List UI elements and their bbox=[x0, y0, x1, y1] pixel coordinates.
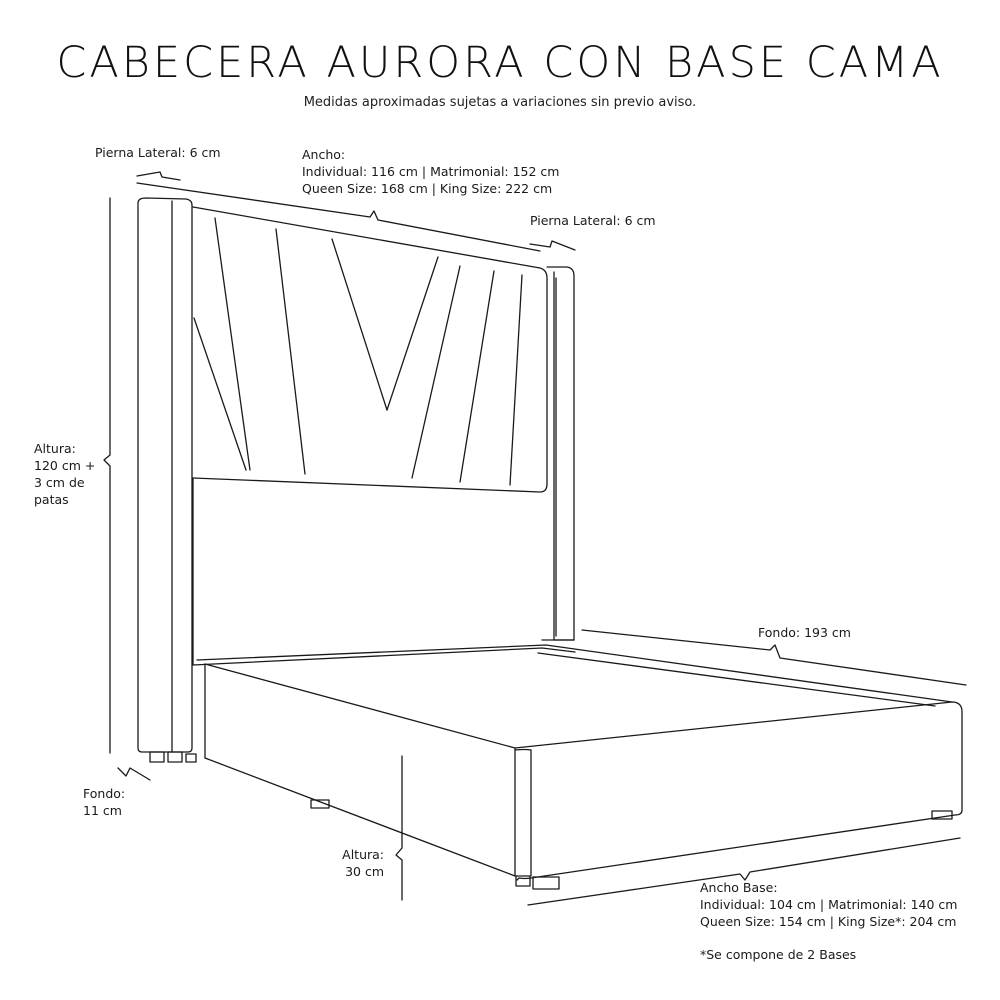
fondo-small-label: Fondo: 11 cm bbox=[83, 785, 125, 819]
altura-line3: patas bbox=[34, 492, 69, 507]
fondo-193-label: Fondo: 193 cm bbox=[758, 625, 851, 640]
altura-base-title: Altura: bbox=[342, 847, 384, 862]
ancho-label: Ancho: Individual: 116 cm | Matrimonial:… bbox=[302, 146, 559, 197]
page-title: CABECERA AURORA CON BASE CAMA bbox=[56, 38, 944, 88]
dimension-lines bbox=[103, 171, 967, 906]
altura-title: Altura: bbox=[34, 441, 76, 456]
ancho-title: Ancho: bbox=[302, 147, 346, 162]
fondo-small-title: Fondo: bbox=[83, 786, 126, 801]
ancho-base-line1: Individual: 104 cm | Matrimonial: 140 cm bbox=[700, 897, 958, 912]
right-post bbox=[541, 266, 575, 641]
ancho-line2: Queen Size: 168 cm | King Size: 222 cm bbox=[302, 181, 553, 196]
altura-label: Altura: 120 cm + 3 cm de patas bbox=[34, 440, 95, 508]
ancho-base-title: Ancho Base: bbox=[700, 880, 778, 895]
ancho-line1: Individual: 116 cm | Matrimonial: 152 cm bbox=[302, 164, 560, 179]
page-subtitle: Medidas aproximadas sujetas a variacione… bbox=[303, 95, 697, 110]
altura-line2: 3 cm de bbox=[34, 475, 85, 490]
ancho-base-label: Ancho Base: Individual: 104 cm | Matrimo… bbox=[700, 879, 957, 930]
altura-base-value: 30 cm bbox=[345, 864, 384, 879]
fondo-small-value: 11 cm bbox=[83, 803, 122, 818]
left-post bbox=[137, 197, 197, 763]
altura-line1: 120 cm + bbox=[34, 458, 96, 473]
headboard-panel bbox=[192, 206, 548, 657]
base-note: *Se compone de 2 Bases bbox=[700, 947, 857, 962]
altura-base-label: Altura: 30 cm bbox=[330, 846, 384, 880]
bed-base bbox=[192, 644, 963, 890]
ancho-base-line2: Queen Size: 154 cm | King Size*: 204 cm bbox=[700, 914, 957, 929]
pierna-lateral-left-label: Pierna Lateral: 6 cm bbox=[95, 145, 221, 160]
pierna-lateral-right-label: Pierna Lateral: 6 cm bbox=[530, 213, 656, 228]
